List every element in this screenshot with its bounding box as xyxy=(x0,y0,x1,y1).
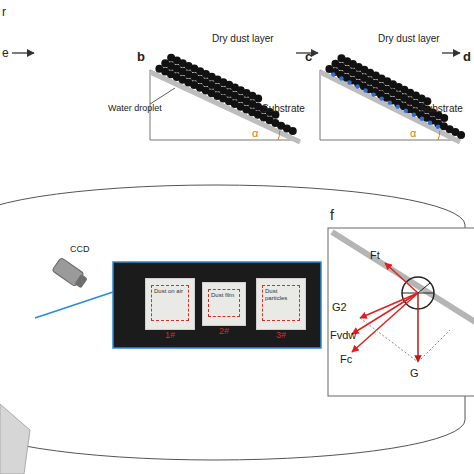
force-panel xyxy=(328,228,474,396)
label: Dry dust layer xyxy=(212,34,274,44)
angle-arc xyxy=(438,131,440,140)
label: d xyxy=(463,50,471,63)
label: α xyxy=(252,128,258,139)
component-guide xyxy=(360,318,418,362)
flow-arrow xyxy=(12,52,34,53)
leader-line xyxy=(150,88,175,104)
water-droplet xyxy=(428,121,432,125)
incline-panel xyxy=(150,54,300,142)
dust-particle xyxy=(457,131,465,139)
label: c xyxy=(305,50,312,63)
force-arrow xyxy=(352,293,418,334)
dust-particle xyxy=(254,94,262,102)
force-arrow xyxy=(360,293,418,318)
sample-number: 3# xyxy=(257,331,305,340)
water-droplet xyxy=(371,92,375,96)
water-droplet xyxy=(363,88,367,92)
inset-photo xyxy=(113,262,321,348)
force-arrow xyxy=(352,293,418,352)
label: Ft xyxy=(370,250,380,261)
water-droplet xyxy=(412,113,416,117)
water-droplet xyxy=(420,117,424,121)
water-droplet xyxy=(380,96,384,100)
sample-name: Dust on air xyxy=(151,285,189,321)
label: G2 xyxy=(332,302,347,313)
label: Fc xyxy=(340,354,352,365)
label: G xyxy=(410,368,419,379)
flow-arrow xyxy=(442,52,460,53)
gravity-arrow xyxy=(417,293,419,362)
sample-photo: Dust film2# xyxy=(202,282,246,326)
incline-panel xyxy=(320,54,465,142)
sample-name: Dust film xyxy=(208,289,240,317)
water-droplet xyxy=(388,100,392,104)
sample-name: Dust particles xyxy=(262,285,300,321)
label: Fvdw xyxy=(330,330,356,341)
sample-number: 1# xyxy=(146,331,194,340)
angle-arc xyxy=(278,131,280,140)
substrate xyxy=(332,232,474,325)
sample-photo: Dust particles3# xyxy=(256,278,306,330)
dust-particle xyxy=(289,127,297,135)
water-droplet xyxy=(339,76,343,80)
water-droplet xyxy=(396,104,400,108)
label: Substrate xyxy=(420,104,463,114)
label: f xyxy=(330,208,334,222)
particle-axis xyxy=(418,283,430,293)
ccd-camera xyxy=(52,257,89,290)
label: b xyxy=(137,50,145,63)
label: e xyxy=(2,47,9,59)
label: r xyxy=(2,6,6,18)
water-droplet xyxy=(404,108,408,112)
water-droplet xyxy=(436,125,440,129)
label: Dry dust layer xyxy=(378,34,440,44)
force-arrow xyxy=(385,263,418,293)
sample-number: 2# xyxy=(203,327,245,336)
water-droplet xyxy=(355,84,359,88)
label: CCD xyxy=(70,245,90,254)
water-droplet xyxy=(331,72,335,76)
light-source xyxy=(0,404,30,474)
label: Water droplet xyxy=(108,104,162,113)
component-guide xyxy=(418,330,450,362)
sample-photo: Dust on air1# xyxy=(145,278,195,330)
water-droplet xyxy=(347,80,351,84)
label: Substrate xyxy=(262,104,305,114)
label: α xyxy=(410,128,416,139)
light-path xyxy=(35,292,113,318)
dust-particle xyxy=(440,114,448,122)
